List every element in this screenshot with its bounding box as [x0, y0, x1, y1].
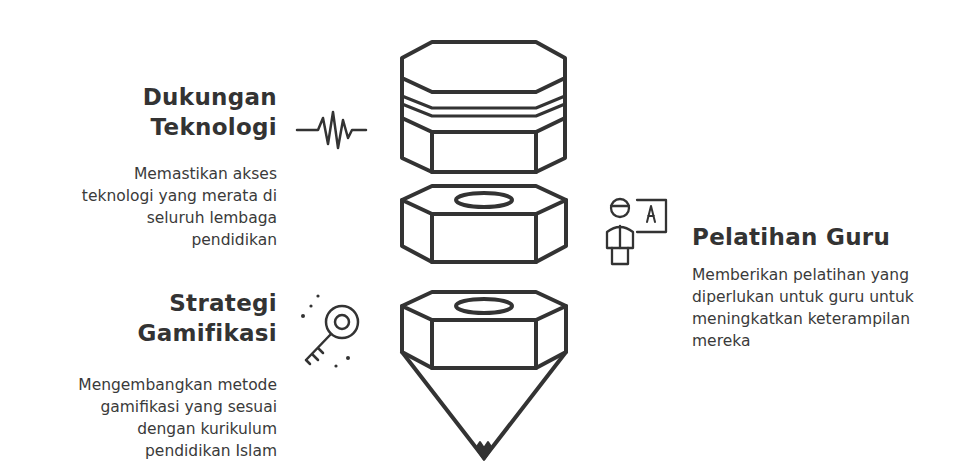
section-heading: Dukungan Teknologi: [97, 82, 277, 142]
section-description: Memastikan akses teknologi yang merata d…: [59, 163, 277, 251]
section-description: Memberikan pelatihan yang diperlukan unt…: [692, 264, 917, 352]
section-heading: Strategi Gamifikasi: [97, 288, 277, 348]
section-heading: Pelatihan Guru: [692, 222, 952, 252]
section-description: Mengembangkan metode gamifikasi yang ses…: [67, 374, 277, 462]
